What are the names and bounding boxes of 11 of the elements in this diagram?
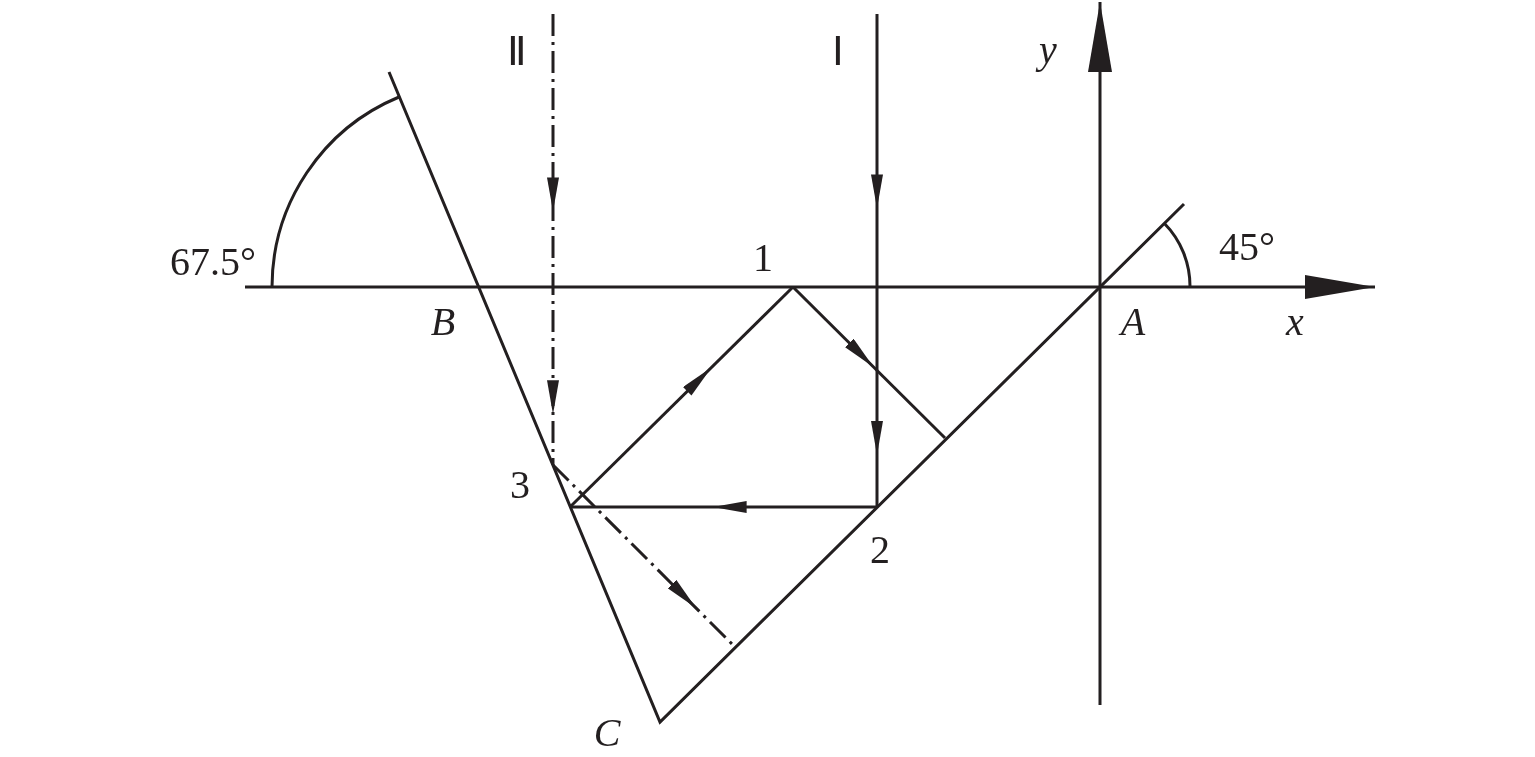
vertex-label: C (593, 713, 621, 753)
vertex-label: B (430, 302, 456, 342)
angle-label: 45° (1219, 227, 1275, 267)
point-label: 3 (510, 465, 530, 505)
vertex-label: A (1120, 302, 1146, 342)
axis-label: x (1286, 302, 1304, 342)
ray-label: Ⅱ (507, 32, 527, 72)
ray-label: Ⅰ (832, 32, 844, 72)
point-label: 1 (753, 238, 773, 278)
point-label: 2 (870, 530, 890, 570)
angle-label: 67.5° (170, 242, 256, 282)
